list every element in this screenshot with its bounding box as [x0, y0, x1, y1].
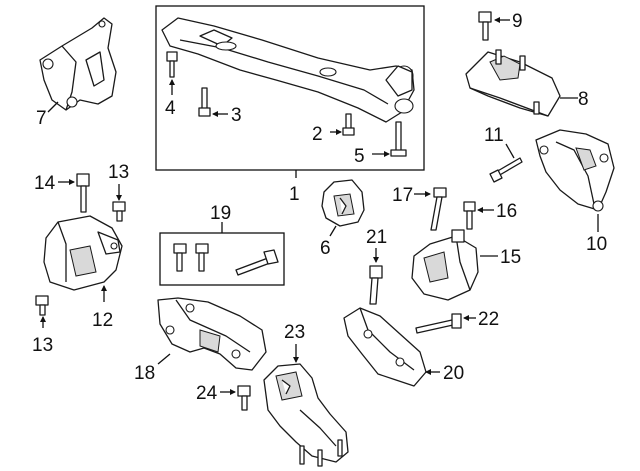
callout-20: 20 — [443, 363, 464, 384]
mount-bracket-7[interactable] — [39, 17, 117, 111]
insulator-6[interactable] — [321, 179, 365, 227]
mount-12-arrow — [101, 285, 107, 291]
bolt-24-arrow — [230, 389, 236, 395]
bolt-5-arrow — [384, 151, 390, 157]
bolt-11-leader — [505, 143, 515, 159]
bolt-22[interactable] — [415, 313, 462, 334]
bolt-13-bottom-arrow — [40, 316, 46, 322]
bolt-17-arrow — [425, 191, 431, 197]
bolt-2[interactable] — [342, 113, 355, 136]
callout-9: 9 — [512, 11, 523, 32]
callout-13-bottom: 13 — [32, 335, 53, 356]
bolt-9-arrow — [494, 17, 500, 23]
callout-24: 24 — [196, 383, 218, 404]
bolt-21-arrow — [373, 257, 379, 263]
bracket-20[interactable] — [343, 307, 427, 387]
callout-23: 23 — [284, 322, 305, 343]
crossmember[interactable] — [161, 17, 415, 123]
callout-11: 11 — [484, 125, 504, 146]
callout-13-top: 13 — [108, 162, 129, 183]
bolt-16-arrow — [477, 207, 483, 213]
callout-12: 12 — [92, 310, 113, 331]
crossmember-group-box — [155, 5, 425, 171]
bolt-9[interactable] — [478, 11, 492, 41]
bolt-3-arrow — [212, 111, 218, 117]
bolt-4[interactable] — [166, 51, 178, 78]
callout-8: 8 — [578, 89, 589, 110]
bolt-5[interactable] — [390, 121, 407, 157]
bolt-2-arrow — [336, 129, 342, 135]
mount-23-arrow — [293, 357, 299, 363]
callout-3: 3 — [231, 105, 242, 126]
bolt-24[interactable] — [237, 385, 251, 411]
callout-17: 17 — [392, 185, 413, 206]
callout-14: 14 — [34, 173, 56, 194]
bolt-17[interactable] — [430, 187, 447, 231]
engine-mount-8[interactable] — [465, 49, 561, 117]
bolt-11[interactable] — [489, 157, 523, 183]
callout-7: 7 — [36, 108, 47, 129]
engine-mount-12[interactable] — [43, 215, 123, 291]
bolt-16[interactable] — [463, 201, 476, 230]
callout-15: 15 — [500, 247, 521, 268]
engine-mount-15[interactable] — [411, 229, 479, 301]
bolt-13-top[interactable] — [112, 201, 126, 222]
insulator-6-leader — [329, 225, 337, 237]
bolt-22-arrow — [463, 315, 469, 321]
bolt-14[interactable] — [76, 173, 90, 213]
mount-bracket-10[interactable] — [535, 129, 615, 212]
callout-22: 22 — [478, 309, 499, 330]
bracket-18-leader — [157, 353, 171, 365]
bolt-13-top-arrow — [116, 195, 122, 201]
callout-21: 21 — [366, 227, 387, 248]
callout-16: 16 — [496, 201, 517, 222]
bolt-21[interactable] — [369, 265, 383, 305]
callout-6: 6 — [320, 238, 331, 259]
callout-4: 4 — [165, 98, 176, 119]
bracket-18[interactable] — [157, 297, 267, 371]
mount-7-leader — [47, 101, 59, 113]
bolt-13-bottom[interactable] — [35, 295, 49, 316]
callout-19: 19 — [210, 203, 231, 224]
callout-10: 10 — [586, 234, 607, 255]
bolt-14-arrow — [69, 179, 75, 185]
bracket-20-arrow — [425, 369, 431, 375]
bolt-3[interactable] — [198, 87, 211, 117]
callout-5: 5 — [354, 146, 365, 167]
callout-18: 18 — [134, 363, 155, 384]
bolt-kit-19[interactable] — [173, 243, 279, 276]
callout-1: 1 — [289, 184, 300, 205]
bolt-4-arrow — [169, 79, 175, 85]
engine-mount-23[interactable] — [263, 363, 349, 467]
callout-2: 2 — [312, 124, 323, 145]
